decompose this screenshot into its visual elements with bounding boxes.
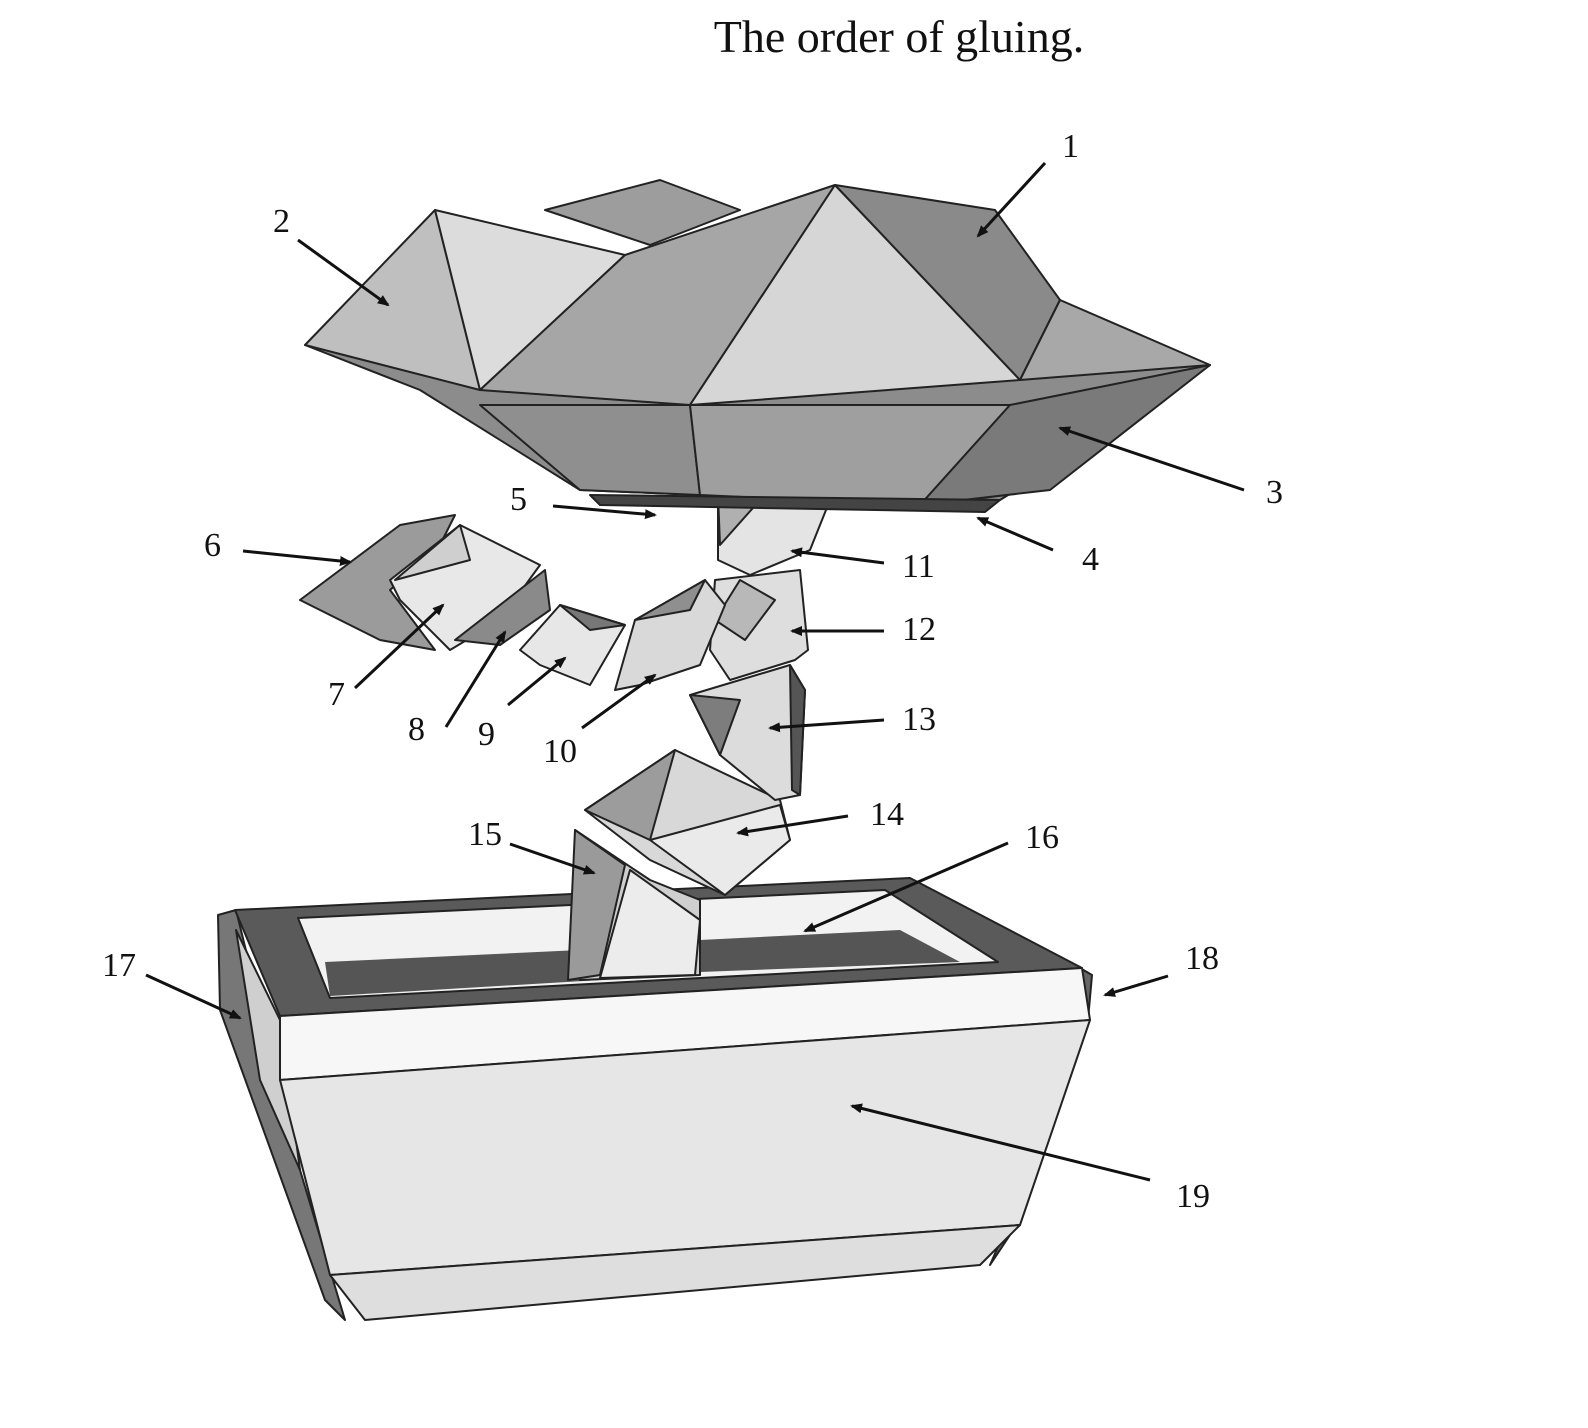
callout-label-5: 5 xyxy=(510,481,527,518)
callout-18: 18 xyxy=(1105,940,1219,995)
canopy xyxy=(305,180,1210,512)
small-foliage xyxy=(300,515,550,650)
callout-label-6: 6 xyxy=(204,527,221,564)
callout-label-11: 11 xyxy=(902,548,935,585)
callout-label-8: 8 xyxy=(408,711,425,748)
callout-label-12: 12 xyxy=(902,611,936,648)
callout-6: 6 xyxy=(204,527,350,564)
branch-segment-part-10 xyxy=(615,580,725,690)
callout-12: 12 xyxy=(792,611,936,648)
callout-label-13: 13 xyxy=(902,701,936,738)
callout-label-15: 15 xyxy=(468,816,502,853)
callout-label-16: 16 xyxy=(1025,819,1059,856)
trunk-segment-13-edge xyxy=(790,665,805,795)
callout-label-7: 7 xyxy=(328,676,345,713)
callout-3: 3 xyxy=(1060,428,1283,511)
callout-label-3: 3 xyxy=(1266,474,1283,511)
callout-11: 11 xyxy=(792,548,935,585)
callout-label-1: 1 xyxy=(1062,128,1079,165)
callout-label-17: 17 xyxy=(102,947,136,984)
callout-label-19: 19 xyxy=(1176,1178,1210,1215)
callout-label-9: 9 xyxy=(478,716,495,753)
callout-label-2: 2 xyxy=(273,203,290,240)
callout-label-18: 18 xyxy=(1185,940,1219,977)
callout-label-14: 14 xyxy=(870,796,904,833)
callout-10: 10 xyxy=(543,675,655,770)
callout-1: 1 xyxy=(978,128,1079,236)
callout-4: 4 xyxy=(978,518,1099,578)
callout-label-4: 4 xyxy=(1082,541,1099,578)
callout-label-10: 10 xyxy=(543,733,577,770)
